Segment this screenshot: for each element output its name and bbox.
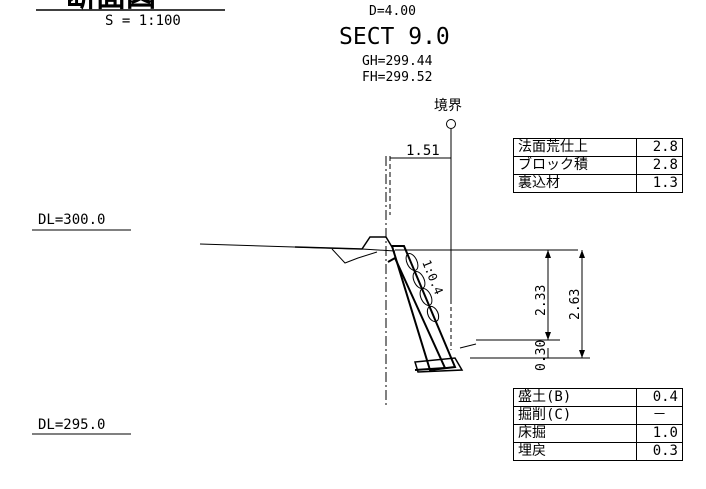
datum-level-upper: DL=300.0 [38, 212, 105, 228]
section-name: SECT 9.0 [339, 24, 450, 50]
table-row: 法面荒仕上 2.8 [513, 138, 683, 157]
height-total-dimension: 2.63 [568, 289, 583, 320]
earthwork-value: 1.0 [636, 424, 683, 443]
table-row: ブロック積 2.8 [513, 156, 683, 175]
earthwork-item: 床掘 [513, 424, 637, 443]
table-row: 盛土(B) 0.4 [513, 388, 683, 407]
earthwork-table: 盛土(B) 0.4 掘削(C) － 床掘 1.0 埋戻 0.3 [513, 388, 683, 461]
crest-fill [294, 236, 393, 250]
wall-footing [414, 357, 464, 373]
slope-value: 2.8 [636, 156, 683, 175]
table-row: 床掘 1.0 [513, 424, 683, 443]
block-wall [390, 245, 457, 372]
earthwork-value: － [636, 406, 683, 425]
design-distance-label: D=4.00 [369, 4, 416, 19]
height-inner-dimension: 2.33 [534, 285, 549, 316]
boundary-label: 境界 [434, 98, 462, 114]
scale-label: S = 1:100 [105, 13, 181, 29]
slope-table: 法面荒仕上 2.8 ブロック積 2.8 裏込材 1.3 [513, 138, 683, 193]
earthwork-value: 0.3 [636, 442, 683, 461]
datum-level-lower: DL=295.0 [38, 417, 105, 433]
backfill-stones [405, 253, 440, 323]
earthwork-value: 0.4 [636, 388, 683, 407]
offset-dimension: 1.51 [406, 143, 440, 159]
slope-item: 裏込材 [513, 174, 637, 193]
earthwork-item: 埋戻 [513, 442, 637, 461]
slope-value: 1.3 [636, 174, 683, 193]
earthwork-item: 盛土(B) [513, 388, 637, 407]
table-row: 裏込材 1.3 [513, 174, 683, 193]
base-dimension: 0.30 [534, 340, 549, 371]
drawing-title: 断面図 [66, 0, 156, 14]
earthwork-item: 掘削(C) [513, 406, 637, 425]
table-row: 掘削(C) － [513, 406, 683, 425]
slope-item: ブロック積 [513, 156, 637, 175]
finished-height-label: FH=299.52 [362, 70, 432, 85]
table-row: 埋戻 0.3 [513, 442, 683, 461]
boundary-marker [446, 119, 456, 129]
slope-value: 2.8 [636, 138, 683, 157]
slope-item: 法面荒仕上 [513, 138, 637, 157]
ground-height-label: GH=299.44 [362, 54, 433, 69]
